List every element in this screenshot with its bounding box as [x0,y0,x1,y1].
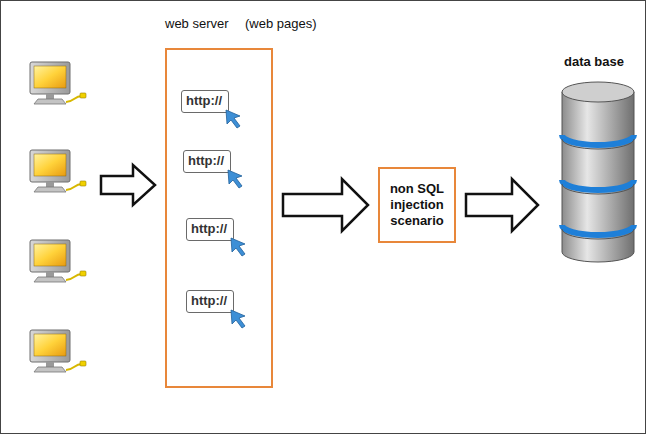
link-icon: http:// [186,218,234,241]
server-box: http://http://http://http://web server(w… [165,48,273,388]
computer-icon [30,150,86,192]
computer-icon [30,240,86,282]
cylinder-ring [562,229,634,239]
link-text: http:// [186,93,222,108]
hollow-arrow [101,165,155,205]
cylinder-body [562,92,634,262]
computer-icon [30,330,86,372]
cylinder-ring [562,139,634,149]
database-icon: data base [548,50,640,270]
database-label: data base [548,54,640,69]
link-text: http:// [191,221,227,236]
database-cylinder [558,80,638,266]
hollow-arrow [466,179,538,231]
hollow-arrow [283,179,368,231]
computer-icon [30,62,86,104]
node-heading: web server [165,16,229,31]
cursor-arrow [231,238,245,256]
cursor-arrow [231,310,245,328]
link-icon: http:// [181,90,229,113]
link-icon: http:// [183,150,231,173]
cylinder-band [562,135,634,145]
cursor-icon [229,236,249,258]
cursor-icon [229,308,249,330]
node-heading: (web pages) [245,16,317,31]
cylinder-band [562,180,634,190]
cursor-arrow [228,170,242,188]
link-text: http:// [191,293,227,308]
scenario-label: non SQL injection scenario [384,181,450,230]
cylinder-band [562,225,634,235]
link-text: http:// [188,153,224,168]
cylinder-top [562,82,634,102]
cylinder-ring [562,184,634,194]
link-icon: http:// [186,290,234,313]
cursor-arrow [226,110,240,128]
cursor-icon [224,108,244,130]
cursor-icon [226,168,246,190]
process-box: non SQL injection scenario [378,167,456,243]
